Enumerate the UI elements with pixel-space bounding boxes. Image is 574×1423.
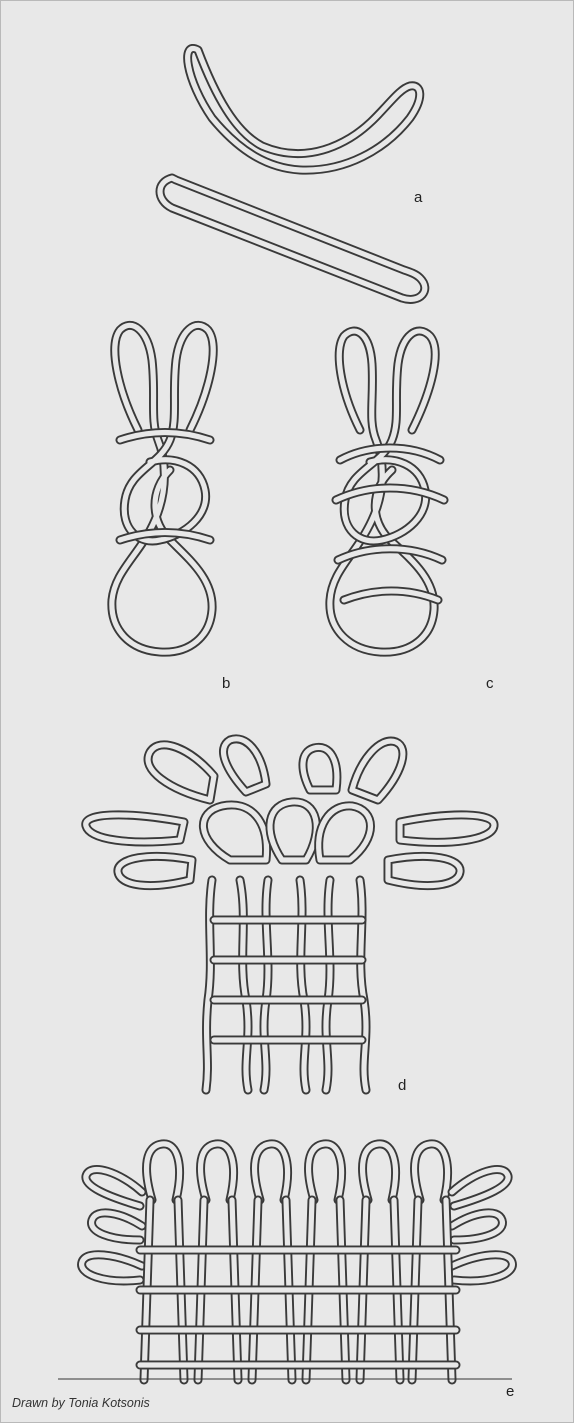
panel-b-label: b — [222, 675, 230, 692]
panel-e-label: e — [506, 1383, 514, 1400]
panel-d-label: d — [398, 1077, 406, 1094]
panel-a-label: a — [414, 189, 423, 206]
panel-a: a — [160, 48, 425, 299]
panel-c-label: c — [486, 675, 494, 692]
straight-loop — [160, 178, 425, 299]
curved-loop — [188, 48, 420, 170]
tube-stitches — [206, 880, 366, 1090]
top-loops — [147, 1144, 448, 1200]
drawing-credit: Drawn by Tonia Kotsonis — [12, 1396, 150, 1410]
fabric-stitches — [140, 1200, 456, 1380]
panel-e: e — [58, 1144, 514, 1400]
panel-d: d — [86, 739, 494, 1094]
panel-b: b — [112, 325, 230, 692]
panel-c: c — [330, 331, 494, 692]
